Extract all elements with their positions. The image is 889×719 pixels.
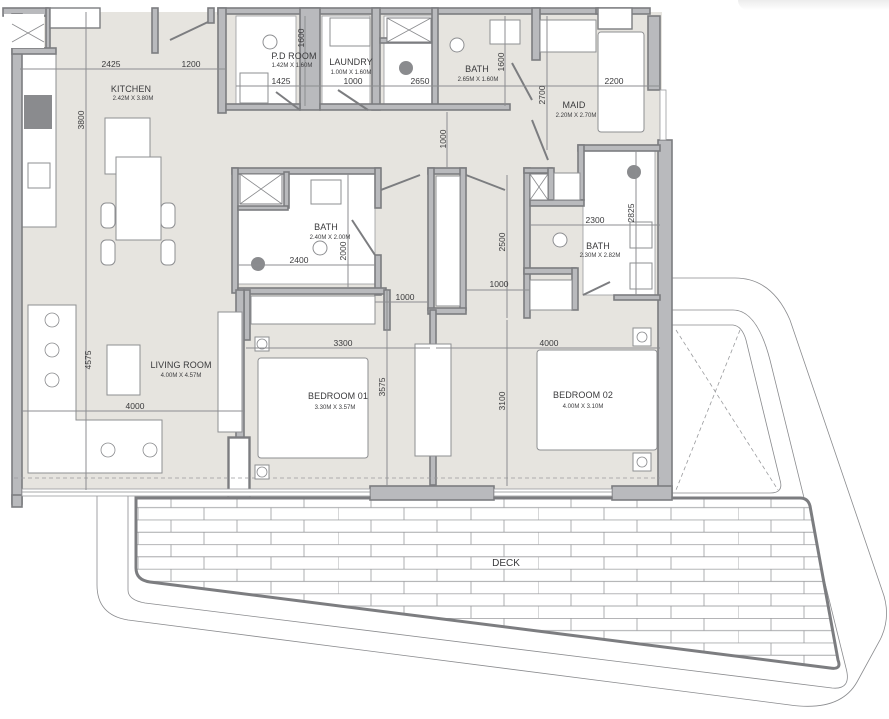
room-name-bath-center: BATH <box>314 222 338 232</box>
bedroom02-fixtures <box>536 327 658 472</box>
room-name-bedroom-01: BEDROOM 01 <box>308 391 368 401</box>
room-size-maid: 2.20M X 2.70M <box>556 113 597 119</box>
dimension-lines <box>20 12 660 490</box>
column-top-right <box>597 7 633 30</box>
nightstand-lamp-icon <box>636 331 648 343</box>
deck-area <box>134 496 841 670</box>
column-top-left <box>49 7 101 29</box>
coffee-table <box>106 344 141 396</box>
room-name-bedroom-02: BEDROOM 02 <box>553 390 613 400</box>
bed-01 <box>257 357 369 459</box>
dim-bath-center-width: 2400 <box>290 255 309 265</box>
maid-bed <box>597 31 645 133</box>
bath-fixtures <box>239 17 653 290</box>
kitchen-fixtures <box>24 95 176 266</box>
room-size-bedroom-01: 3.30M X 3.57M <box>315 405 356 411</box>
toilet-icon <box>449 37 465 53</box>
dim-kitchen-height: 3800 <box>76 110 86 129</box>
basin-icon <box>629 221 653 249</box>
dim-pd-width: 1425 <box>272 76 291 86</box>
dim-bedroom02-width: 4000 <box>540 338 559 348</box>
kitchen-sink-icon <box>27 162 51 189</box>
dim-bath-top-width: 2650 <box>411 76 430 86</box>
washer-icon <box>329 17 371 47</box>
wardrobe <box>250 295 376 325</box>
dim-maid-width: 2200 <box>605 76 624 86</box>
dim-kitchen-width-a: 2425 <box>102 59 121 69</box>
room-name-bath-right: BATH <box>586 241 610 251</box>
dim-maid-height: 2700 <box>537 85 547 104</box>
nightstand-lamp-icon <box>636 456 648 468</box>
page-shadow <box>738 0 889 10</box>
white-zones <box>19 15 656 296</box>
toilet-icon <box>262 34 278 50</box>
room-name-maid: MAID <box>563 100 586 110</box>
dimension-labels: 2425 1200 3800 1600 1425 1000 2650 1600 … <box>76 28 636 411</box>
dim-bedroom02-height: 3100 <box>497 391 507 410</box>
room-size-bath-right: 2.30M X 2.82M <box>580 253 621 259</box>
dim-bedroom01-height: 3575 <box>377 377 387 396</box>
doors <box>169 21 611 296</box>
basin-icon <box>629 262 653 290</box>
room-size-bedroom-02: 4.00M X 3.10M <box>563 404 604 410</box>
dim-kitchen-width-b: 1200 <box>182 59 201 69</box>
dining-table <box>115 156 162 241</box>
toilet-icon <box>312 240 328 256</box>
living-fixtures <box>27 304 243 474</box>
windows-bottom <box>14 89 667 497</box>
dim-living-width: 4000 <box>126 401 145 411</box>
chair <box>160 239 176 266</box>
shaft-top-left <box>4 14 45 48</box>
dim-bath-right-height: 2825 <box>626 203 636 222</box>
void-cross-line <box>675 329 779 491</box>
room-name-pd-room: P.D ROOM <box>271 51 316 61</box>
dim-pd-height: 1600 <box>296 28 306 47</box>
room-labels: KITCHEN 2.42M X 3.80M P.D ROOM 1.42M X 1… <box>111 51 620 569</box>
dim-bath-center-height: 2000 <box>338 241 348 260</box>
chair <box>100 239 116 266</box>
dim-corridor-2500: 2500 <box>497 232 507 251</box>
sofa <box>27 304 163 474</box>
balcony-outline <box>96 277 887 707</box>
room-size-kitchen: 2.42M X 3.80M <box>113 96 154 102</box>
room-name-deck: DECK <box>492 558 520 569</box>
wardrobes <box>435 19 645 311</box>
tv-unit <box>217 311 243 433</box>
basin-icon <box>239 72 269 104</box>
room-size-bath-center: 2.40M X 2.00M <box>310 235 351 241</box>
bed-02 <box>536 349 658 451</box>
chair <box>160 202 176 229</box>
dim-laundry-width: 1000 <box>344 76 363 86</box>
room-name-living-room: LIVING ROOM <box>150 360 211 370</box>
room-name-kitchen: KITCHEN <box>111 84 151 94</box>
dim-living-height: 4575 <box>83 350 93 369</box>
bedroom01-fixtures <box>250 295 452 480</box>
column-living-bedroom <box>228 437 250 496</box>
nightstand-lamp-icon <box>256 338 268 350</box>
basin-icon <box>310 179 342 205</box>
room-name-bath-top: BATH <box>465 64 489 74</box>
room-size-laundry: 1.00M X 1.60M <box>331 70 372 76</box>
dim-bedroom01-width: 3300 <box>334 338 353 348</box>
cooktop-icon <box>24 95 52 129</box>
drain-icon <box>251 257 265 271</box>
toilet-icon <box>552 232 568 248</box>
drain-icon <box>399 61 413 75</box>
chair <box>100 202 116 229</box>
drain-icon <box>627 165 641 179</box>
dim-bath-top-height: 1600 <box>496 52 506 71</box>
room-size-bath-top: 2.65M X 1.60M <box>458 77 499 83</box>
dim-corridor-top: 1000 <box>438 129 448 148</box>
room-size-pd-room: 1.42M X 1.60M <box>272 63 313 69</box>
dim-corridor-left: 1000 <box>396 292 415 302</box>
room-size-living-room: 4.00M X 4.57M <box>161 373 202 379</box>
dim-corridor-right: 1000 <box>490 279 509 289</box>
room-name-laundry: LAUNDRY <box>329 57 373 67</box>
dim-bath-right-width: 2300 <box>586 215 605 225</box>
nightstand-lamp-icon <box>256 466 268 478</box>
tv-unit-bedroom <box>414 343 452 457</box>
void-cross-line <box>675 329 741 491</box>
